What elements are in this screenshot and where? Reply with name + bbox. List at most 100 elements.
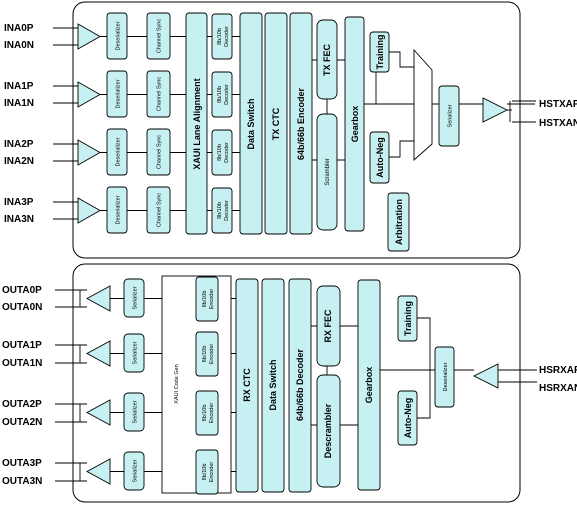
svg-text:RX FEC: RX FEC (323, 309, 333, 343)
svg-text:Deserializer: Deserializer (443, 362, 449, 391)
svg-text:Auto-Neg: Auto-Neg (403, 398, 413, 439)
decoder-8b10b-2: 8b/10b Decoder (211, 129, 233, 176)
svg-text:Serializer: Serializer (133, 400, 139, 423)
svg-text:TX FEC: TX FEC (322, 44, 332, 77)
scrambler: Scrambler (316, 113, 338, 231)
tx-driver-amp (482, 97, 509, 123)
svg-text:Channel Sync: Channel Sync (157, 135, 163, 169)
rx-amp-1 (77, 81, 101, 108)
svg-text:Serializer: Serializer (133, 286, 139, 309)
pin-outa1p: OUTA1P (2, 340, 42, 351)
tx-serializer: Serializer (438, 85, 460, 147)
svg-text:Serializer: Serializer (448, 104, 454, 127)
svg-text:Encoder: Encoder (209, 344, 215, 365)
svg-text:Decoder: Decoder (224, 200, 230, 221)
pin-ina2n: INA2N (4, 156, 34, 167)
svg-text:TX CTC: TX CTC (271, 107, 281, 140)
pin-ina2p: INA2P (4, 139, 34, 150)
svg-text:Gearbox: Gearbox (364, 367, 374, 404)
svg-text:Decoder: Decoder (224, 142, 230, 163)
pin-ina1n: INA1N (4, 98, 34, 109)
svg-text:64b/66b Encoder: 64b/66b Encoder (296, 87, 306, 160)
rx-serializer-1: Serializer (123, 333, 145, 373)
encoder-64b66b: 64b/66b Encoder (289, 12, 313, 235)
svg-text:8b/10b: 8b/10b (202, 405, 208, 422)
svg-text:Data Switch: Data Switch (246, 98, 256, 149)
svg-text:Descrambler: Descrambler (323, 403, 333, 458)
svg-text:8b/10b: 8b/10b (217, 28, 223, 45)
tx-fec: TX FEC (316, 19, 338, 100)
svg-text:Data Switch: Data Switch (268, 359, 278, 410)
rx-ctc: RX CTC (235, 278, 259, 493)
svg-text:Deserializer: Deserializer (116, 79, 122, 108)
xaui-code-gen-label: XAUI Code Gen (174, 364, 180, 403)
svg-text:8b/10b: 8b/10b (217, 86, 223, 103)
tx-ctc: TX CTC (264, 12, 288, 235)
rx-amp-0 (77, 23, 101, 50)
tx-gearbox: Gearbox (344, 16, 365, 232)
pin-outa1n: OUTA1N (2, 358, 42, 369)
decoder-8b10b-1: 8b/10b Decoder (211, 71, 233, 118)
svg-text:Channel Sync: Channel Sync (157, 19, 163, 53)
svg-text:Decoder: Decoder (224, 84, 230, 105)
pin-ina3p: INA3P (4, 197, 34, 208)
encoder-8b10b-3: 8b/10b Encoder (195, 449, 219, 495)
svg-text:8b/10b: 8b/10b (202, 346, 208, 363)
rx-data-switch: Data Switch (261, 278, 285, 493)
rx-training: Training (397, 295, 418, 342)
rx-fec: RX FEC (316, 285, 341, 367)
tx-training: Training (369, 31, 390, 73)
pin-ina1p: INA1P (4, 81, 34, 92)
pin-hstxan: HSTXAN (539, 118, 577, 129)
channel-sync-1: Channel Sync (146, 70, 171, 118)
svg-text:8b/10b: 8b/10b (217, 144, 223, 161)
tx-deserializer-0: Deserializer (106, 12, 128, 60)
svg-text:8b/10b: 8b/10b (202, 291, 208, 308)
svg-text:8b/10b: 8b/10b (217, 202, 223, 219)
arbitration: Arbitration (387, 192, 410, 252)
tx-auto-neg: Auto-Neg (369, 131, 390, 184)
svg-text:Training: Training (375, 34, 385, 69)
channel-sync-2: Channel Sync (146, 128, 171, 176)
svg-text:8b/10b: 8b/10b (202, 464, 208, 481)
pin-hstxap: HSTXAP (539, 99, 577, 110)
rx-input-amp (472, 363, 499, 389)
channel-sync-0: Channel Sync (146, 12, 171, 60)
rx-amp-2 (77, 139, 101, 166)
pin-outa2n: OUTA2N (2, 417, 42, 428)
svg-text:Auto-Neg: Auto-Neg (375, 137, 385, 178)
rx-gearbox: Gearbox (357, 279, 381, 491)
channel-sync-3: Channel Sync (146, 186, 171, 234)
svg-text:Arbitration: Arbitration (394, 199, 404, 245)
decoder-64b66b: 64b/66b Decoder (288, 278, 312, 493)
svg-text:Serializer: Serializer (133, 341, 139, 364)
encoder-8b10b-1: 8b/10b Encoder (195, 331, 219, 377)
svg-text:Deserializer: Deserializer (116, 21, 122, 50)
tx-deserializer-2: Deserializer (106, 128, 128, 176)
svg-text:Deserializer: Deserializer (116, 195, 122, 224)
decoder-8b10b-0: 8b/10b Decoder (211, 13, 233, 60)
rx-auto-neg: Auto-Neg (397, 390, 418, 446)
svg-text:Scrambler: Scrambler (325, 158, 331, 185)
svg-text:Channel Sync: Channel Sync (157, 193, 163, 227)
pin-outa3p: OUTA3P (2, 458, 42, 469)
pin-hsrxap: HSRXAP (539, 365, 577, 376)
pin-ina0n: INA0N (4, 40, 34, 51)
decoder-8b10b-3: 8b/10b Decoder (211, 187, 233, 234)
encoder-8b10b-2: 8b/10b Encoder (195, 390, 219, 436)
svg-text:Channel Sync: Channel Sync (157, 77, 163, 111)
rx-serializer-2: Serializer (123, 392, 145, 432)
svg-text:RX CTC: RX CTC (242, 368, 252, 402)
svg-text:Encoder: Encoder (209, 289, 215, 310)
svg-text:Encoder: Encoder (209, 403, 215, 424)
pin-ina0p: INA0P (4, 23, 34, 34)
tx-data-switch: Data Switch (239, 12, 263, 235)
pin-outa0p: OUTA0P (2, 285, 42, 296)
pin-ina3n: INA3N (4, 214, 34, 225)
pin-outa0n: OUTA0N (2, 302, 42, 313)
xaui-lane-alignment: XAUI Lane Alignment (185, 12, 208, 235)
pin-hsrxan: HSRXAN (539, 383, 577, 394)
rx-serializer-3: Serializer (123, 451, 145, 491)
pin-outa3n: OUTA3N (2, 476, 42, 487)
